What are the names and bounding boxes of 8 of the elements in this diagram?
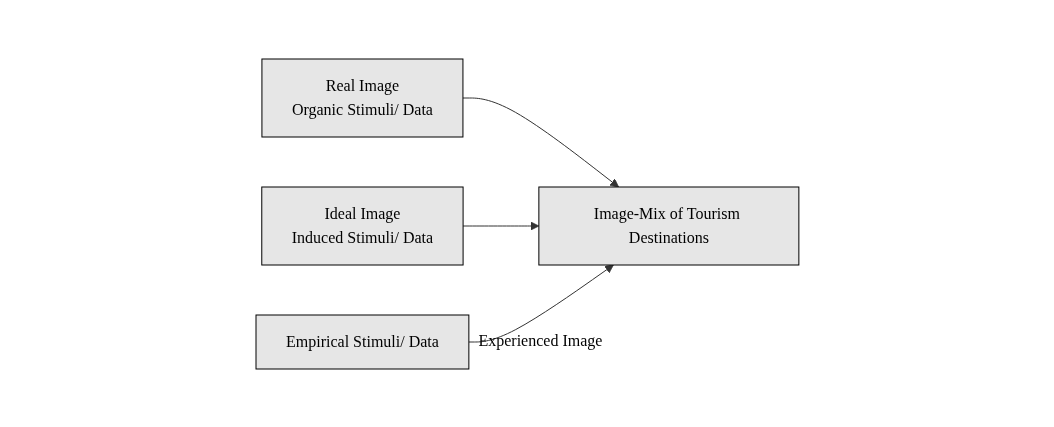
node-box: Real Image Organic Stimuli/ Data bbox=[261, 58, 463, 137]
node-box: Empirical Stimuli/ Data bbox=[255, 314, 469, 369]
node-box: Image-Mix of Tourism Destinations bbox=[537, 186, 799, 265]
node-box: Ideal Image Induced Stimuli/ Data bbox=[260, 186, 464, 265]
arrow bbox=[462, 97, 619, 187]
arrow bbox=[462, 221, 539, 230]
side-caption: Experienced Image bbox=[478, 331, 603, 350]
arrow bbox=[467, 264, 614, 342]
